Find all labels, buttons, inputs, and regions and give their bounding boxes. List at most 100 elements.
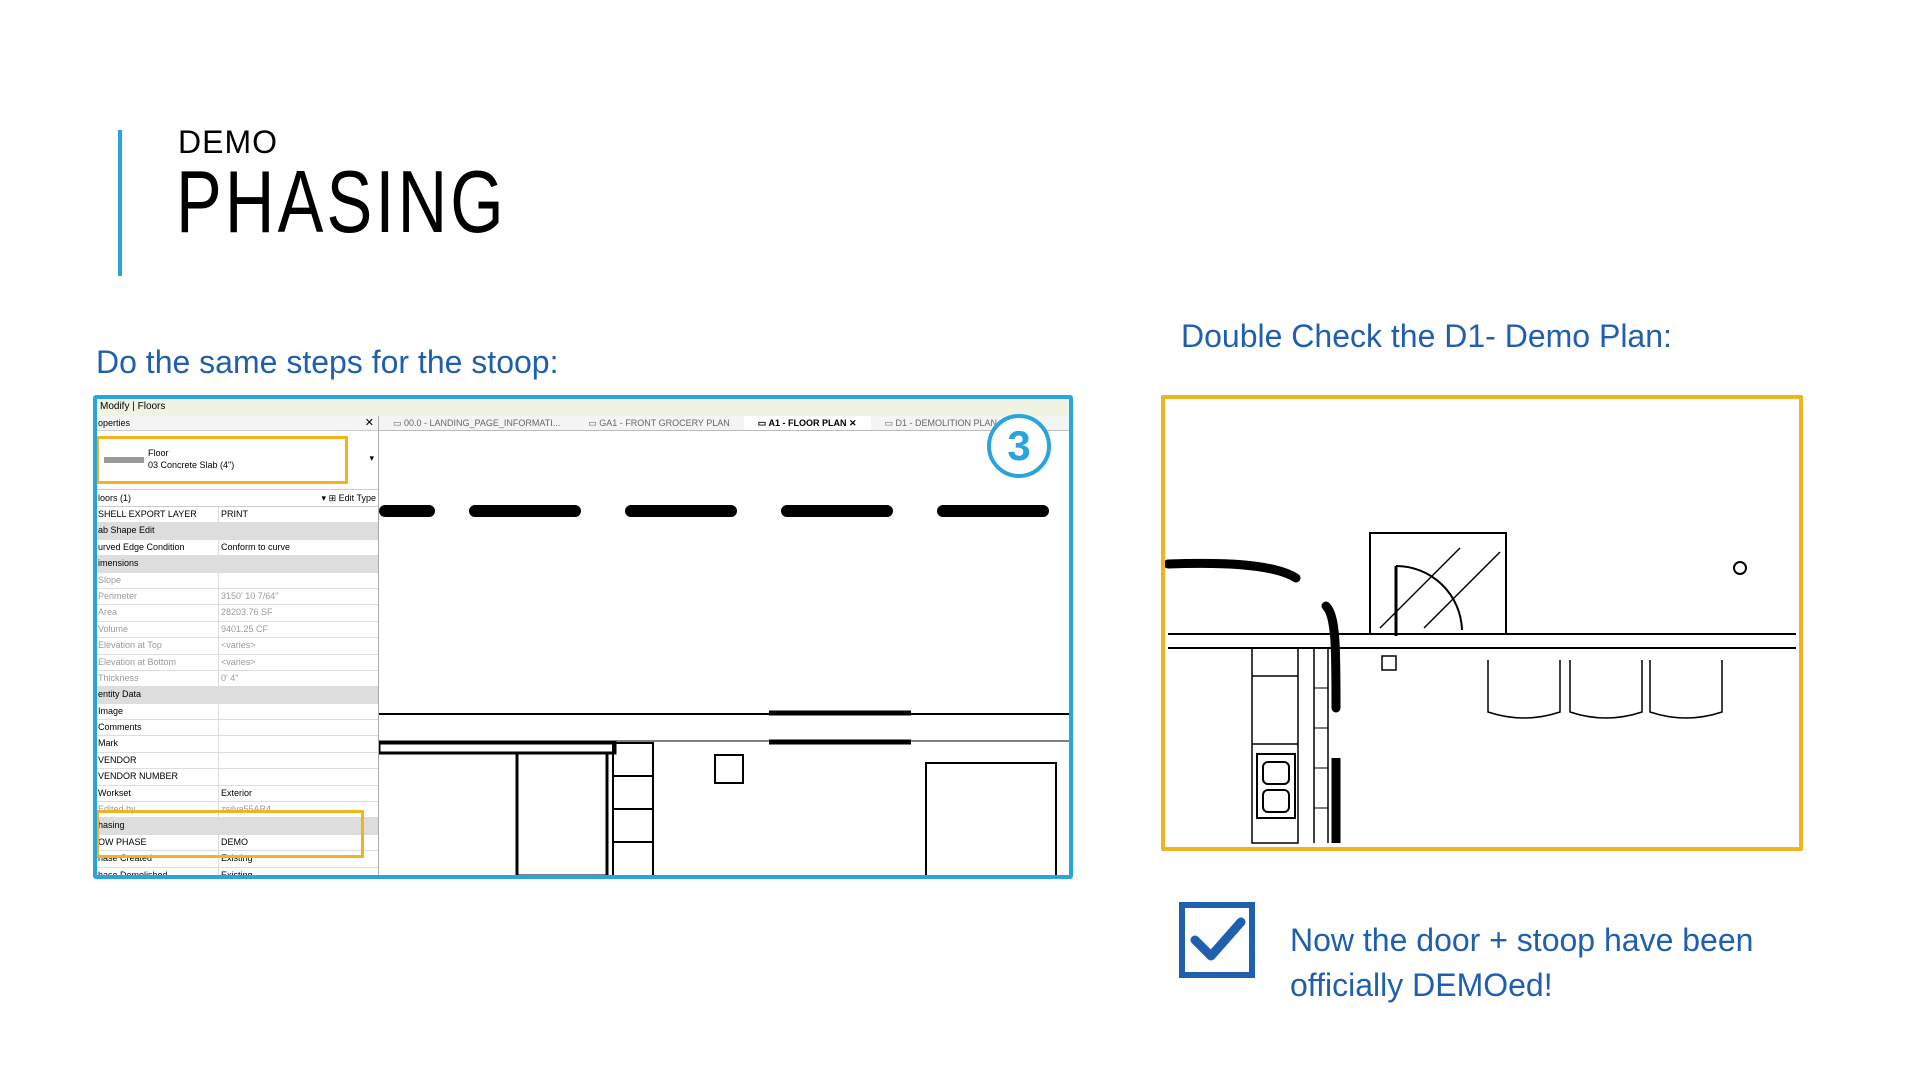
note-line-2: officially DEMOed!: [1290, 967, 1553, 1003]
checkmark-icon: [1190, 917, 1246, 961]
properties-palette: operties ✕ Floor 03 Concrete Slab (4") ▾…: [96, 416, 379, 876]
property-key: SHELL EXPORT LAYER: [96, 507, 219, 523]
view-tab[interactable]: ▭ GA1 - FRONT GROCERY PLAN: [574, 416, 744, 430]
property-value[interactable]: Conform to curve: [221, 541, 291, 552]
phasing-highlight: [96, 810, 364, 858]
demo-plan-lines: [1164, 532, 1796, 844]
property-key: Comments: [96, 720, 219, 736]
title-accent-bar: [118, 130, 122, 276]
demo-plan-frame: [1161, 395, 1803, 851]
view-icon: ▭: [588, 418, 600, 428]
type-selector-preview[interactable]: Floor 03 Concrete Slab (4") ▾: [96, 431, 378, 490]
edit-type-icon: ⊞: [328, 493, 337, 503]
property-value[interactable]: 0' 4": [221, 672, 239, 683]
floor-plan-canvas[interactable]: [377, 431, 1070, 876]
property-row[interactable]: Elevation at Bottom<varies>: [96, 654, 378, 671]
property-value[interactable]: <varies>: [221, 656, 256, 667]
property-key: Slope: [96, 572, 219, 588]
property-row[interactable]: Comments: [96, 720, 378, 737]
left-caption: Do the same steps for the stoop:: [96, 344, 559, 380]
property-group-header[interactable]: ab Shape Edit: [96, 523, 378, 540]
property-row[interactable]: Image: [96, 703, 378, 721]
property-group-header[interactable]: imensions: [96, 556, 378, 573]
right-caption: Double Check the D1- Demo Plan:: [1181, 318, 1672, 354]
property-value[interactable]: Existing: [221, 869, 253, 876]
property-row[interactable]: VENDOR: [96, 752, 378, 770]
property-key: urved Edge Condition: [96, 539, 219, 556]
property-key: hase Demolished: [96, 867, 219, 876]
property-key: Elevation at Bottom: [96, 654, 219, 670]
demo-plan-svg: [1164, 532, 1796, 844]
property-key: Edited by: [96, 802, 219, 818]
view-tabs: ▭ 00.0 - LANDING_PAGE_INFORMATI...▭ GA1 …: [379, 416, 1070, 431]
view-icon: ▭: [884, 418, 896, 428]
type-family: Floor: [148, 448, 169, 458]
property-key: hasing: [96, 818, 219, 834]
close-icon[interactable]: ✕: [364, 417, 374, 429]
property-value[interactable]: PRINT: [221, 509, 248, 519]
view-tab-label: GA1 - FRONT GROCERY PLAN: [599, 418, 730, 428]
page-title: PHASING: [176, 152, 507, 251]
property-value[interactable]: Existing: [221, 853, 253, 864]
property-group-header[interactable]: hasing: [96, 818, 378, 835]
property-key: Thickness: [96, 670, 219, 687]
edit-type-button[interactable]: ▾ ⊞ Edit Type: [321, 493, 376, 503]
property-key: imensions: [96, 556, 219, 572]
property-row[interactable]: Elevation at Top<varies>: [96, 638, 378, 655]
property-key: OW PHASE: [96, 834, 219, 851]
note-line-1: Now the door + stoop have been: [1290, 922, 1754, 958]
revit-screenshot: Modify | Floors operties ✕ Floor 03 Conc…: [96, 398, 1070, 876]
type-name: 03 Concrete Slab (4"): [148, 460, 235, 470]
property-row[interactable]: Slope: [96, 572, 378, 589]
properties-title: operties: [98, 418, 131, 428]
properties-header: operties ✕: [96, 416, 378, 431]
property-value[interactable]: 28203.76 SF: [221, 607, 273, 618]
floor-plan-drawing: [377, 505, 1070, 876]
property-key: hase Created: [96, 851, 219, 867]
property-value[interactable]: 3150' 10 7/64": [221, 590, 279, 601]
chevron-down-icon[interactable]: ▾: [369, 453, 374, 463]
screenshot-frame: [93, 395, 1073, 879]
view-icon: ▭: [757, 418, 769, 428]
property-key: Mark: [96, 736, 219, 752]
property-value[interactable]: zsilva55AR4: [221, 804, 272, 815]
property-key: ab Shape Edit: [96, 523, 219, 539]
property-row[interactable]: VENDOR NUMBER: [96, 769, 378, 786]
confirmation-note: Now the door + stoop have been officiall…: [1290, 918, 1753, 1008]
edit-type-label: Edit Type: [338, 493, 376, 503]
instance-filter[interactable]: loors (1) ▾ ⊞ Edit Type: [96, 490, 378, 507]
section-kicker: DEMO: [178, 124, 278, 160]
property-key: Perimeter: [96, 588, 219, 605]
demo-plan-drawing: [1164, 398, 1800, 848]
property-value[interactable]: Exterior: [221, 787, 253, 798]
property-key: Elevation at Top: [96, 638, 219, 654]
view-tab[interactable]: ▭ A1 - FLOOR PLAN ✕: [743, 416, 871, 430]
property-row[interactable]: Mark: [96, 736, 378, 753]
property-value[interactable]: 9401.25 CF: [221, 623, 269, 634]
ribbon-context-label: Modify | Floors: [96, 398, 1070, 416]
type-highlight: [96, 436, 348, 484]
property-group-header[interactable]: entity Data: [96, 687, 378, 704]
view-icon: ▭: [393, 418, 405, 428]
property-key: Volume: [96, 621, 219, 638]
view-tab[interactable]: ▭ D1 - DEMOLITION PLAN: [871, 416, 1012, 430]
property-value[interactable]: DEMO: [221, 836, 248, 847]
property-value[interactable]: <varies>: [221, 640, 256, 651]
view-tab-label: A1 - FLOOR PLAN ✕: [768, 418, 857, 428]
view-tab-label: D1 - DEMOLITION PLAN: [895, 418, 998, 428]
plan-walls: [377, 710, 1070, 876]
instance-filter-label: loors (1): [98, 493, 132, 503]
property-key: VENDOR NUMBER: [96, 769, 219, 785]
property-key: Area: [96, 605, 219, 621]
view-tab[interactable]: ▭ 00.0 - LANDING_PAGE_INFORMATI...: [379, 416, 574, 430]
